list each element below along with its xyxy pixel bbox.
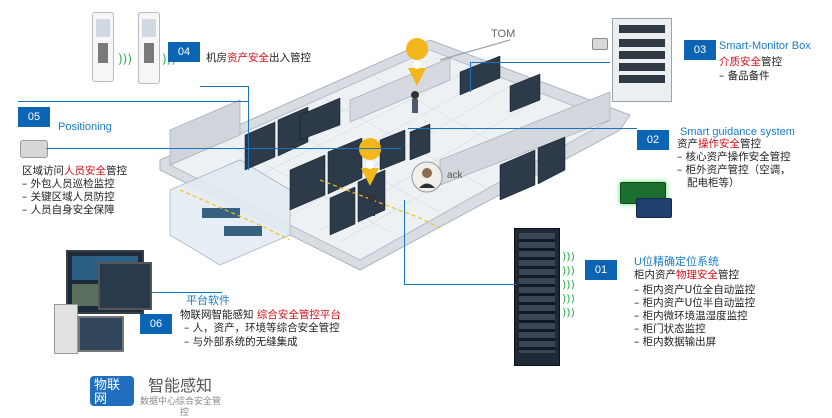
module-03-item: – 备品备件: [719, 70, 770, 82]
module-01-line1: 柜内资产物理安全管控: [634, 269, 739, 281]
module-04-title: 机房资产安全出入管控: [206, 52, 311, 64]
kiosk-icon: [92, 12, 114, 82]
monitor-icon: [98, 262, 152, 310]
cabinet-icon: [612, 18, 672, 102]
module-05-item: – 人员自身安全保障: [22, 204, 115, 216]
module-05-badge: 05: [18, 107, 50, 127]
module-02-line1: 资产操作安全管控: [677, 138, 761, 150]
module-01-item: – 柜内资产U位半自动监控: [634, 297, 756, 309]
connector-line: [152, 292, 222, 293]
module-03-tag: Smart-Monitor Box: [719, 40, 811, 52]
module-03-badge: 03: [684, 40, 716, 60]
location-pin-icon: [359, 138, 382, 186]
module-02-item: 配电柜等）: [677, 177, 740, 189]
device-icon: [636, 198, 672, 218]
module-04-badge: 04: [168, 42, 200, 62]
module-01-item: – 柜内数据输出屏: [634, 336, 717, 348]
connector-line: [404, 200, 405, 284]
module-02-badge: 02: [637, 130, 669, 150]
module-01-tag: U位精确定位系统: [634, 256, 719, 268]
module-06-line1: 物联网智能感知 综合安全管控平台: [180, 309, 341, 321]
module-02-item: – 柜外资产管控（空调，: [677, 164, 791, 176]
module-01-item: – 柜内微环境温湿度监控: [634, 310, 748, 322]
module-05-item: – 关键区域人员防控: [22, 191, 115, 203]
logo-badge: 物联 网: [90, 376, 134, 406]
module-06-item: – 人，资产，环境等综合安全管控: [184, 322, 340, 334]
kiosk-icon: [138, 12, 160, 84]
module-02-item: – 核心资产操作安全管控: [677, 151, 791, 163]
module-06-badge: 06: [140, 314, 172, 334]
connector-line: [248, 86, 249, 170]
rack-icon: [514, 228, 560, 366]
module-01-item: – 柜门状态监控: [634, 323, 706, 335]
module-02-tag: Smart guidance system: [680, 126, 795, 138]
datacenter-floor-illustration: [159, 38, 631, 271]
module-05-item: – 外包人员巡检监控: [22, 178, 115, 190]
badge-icon: [20, 140, 48, 158]
module-01-badge: 01: [585, 260, 617, 280]
connector-line: [200, 86, 248, 87]
footer-title: 智能感知: [148, 376, 213, 395]
connector-line: [46, 148, 401, 149]
connector-line: [404, 284, 516, 285]
footer-subtitle: 控: [180, 408, 190, 418]
module-05-line1: 区域访问人员安全管控: [22, 165, 127, 177]
monitor-icon: [78, 316, 124, 352]
rfid-signal-icon: ))): [118, 52, 133, 66]
workstation-icon: [54, 304, 78, 354]
module-01-item: – 柜内资产U位全自动监控: [634, 284, 756, 296]
footer-subtitle: 数据中心综合安全管: [140, 397, 222, 407]
connector-line: [470, 62, 471, 92]
tom-label: TOM: [491, 28, 516, 40]
connector-line: [408, 128, 637, 129]
face-recognition-icon: [411, 161, 443, 193]
connector-line: [470, 62, 610, 63]
module-06-item: – 与外部系统的无缝集成: [184, 336, 298, 348]
location-pin-icon: [406, 38, 429, 86]
rfid-signal-icon: ))))))))))))))): [562, 250, 575, 319]
module-05-tag: Positioning: [58, 121, 112, 133]
face-label: ack: [447, 170, 463, 181]
module-06-tag: 平台软件: [186, 295, 230, 307]
module-03-line1: 介质安全管控: [719, 56, 782, 68]
connector-line: [18, 101, 248, 102]
key-icon: [592, 38, 608, 50]
